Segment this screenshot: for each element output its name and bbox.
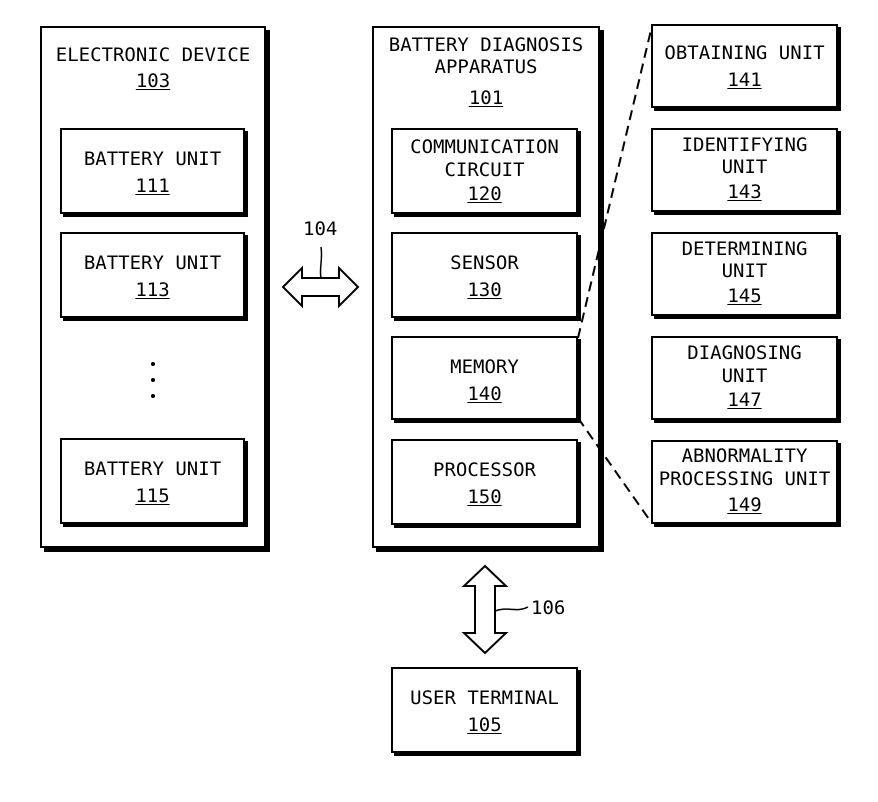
dashed-expansion-line-bottom bbox=[578, 418, 651, 522]
link-104-label: 104 bbox=[303, 218, 337, 240]
dashed-expansion-line-top bbox=[578, 30, 651, 338]
leader-104 bbox=[320, 247, 321, 278]
leader-106 bbox=[495, 607, 528, 611]
link-106-label: 106 bbox=[531, 597, 565, 619]
